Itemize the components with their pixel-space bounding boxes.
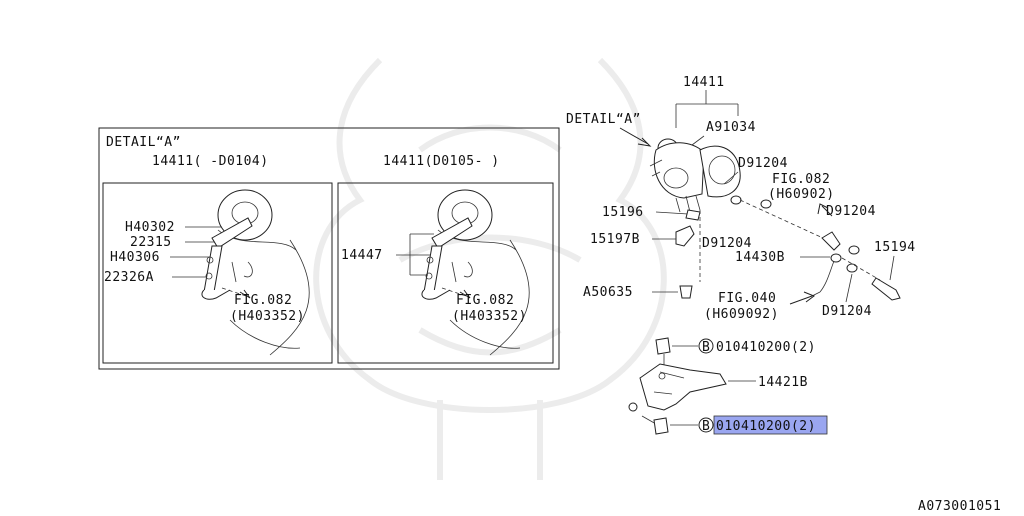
- detail-box-title: DETAIL“A”: [106, 135, 181, 150]
- right-fig-ref: FIG.082: [456, 293, 514, 308]
- detail-a-box: DETAIL“A” 14411( -D0104) H40302: [98, 127, 560, 370]
- label-22315: 22315: [130, 235, 172, 250]
- left-panel-labels: H40302 22315 H40306 22326A FIG.082 (H403…: [104, 220, 305, 324]
- lower-bolt-callout: B 010410200(2): [641, 415, 828, 435]
- label-h40302: H40302: [125, 220, 175, 235]
- label-a91034: A91034: [706, 120, 756, 135]
- footer-code: A073001051: [918, 499, 1001, 512]
- detail-left-panel: 14411( -D0104) H40302 22315 H40: [102, 154, 333, 364]
- lower-bolt-text-highlighted[interactable]: 010410200(2): [716, 419, 816, 434]
- label-15196: 15196: [602, 205, 644, 220]
- lower-bolt-badge: B: [702, 419, 710, 434]
- right-turbo-sketch: [421, 189, 530, 356]
- oil-pipe: [699, 199, 901, 301]
- label-h60902: (H60902): [768, 187, 835, 202]
- left-panel-header: 14411( -D0104): [152, 154, 269, 169]
- label-14447: 14447: [341, 248, 383, 263]
- label-a50635: A50635: [583, 285, 633, 300]
- label-14421b: 14421B: [758, 375, 808, 390]
- label-d91204-right: D91204: [826, 204, 876, 219]
- label-d91204-top: D91204: [738, 156, 788, 171]
- label-14411: 14411: [683, 75, 725, 90]
- label-d91204-bottom: D91204: [822, 304, 872, 319]
- label-h40306: H40306: [110, 250, 160, 265]
- label-15194: 15194: [874, 240, 916, 255]
- label-22326a: 22326A: [104, 270, 154, 285]
- label-d91204-mid: D91204: [702, 236, 752, 251]
- turbocharger-drawing: [649, 138, 741, 213]
- left-fig-code: (H403352): [230, 309, 305, 324]
- label-15197b: 15197B: [590, 232, 640, 247]
- right-panel-header: 14411(D0105- ): [383, 154, 500, 169]
- highlighted-part-box[interactable]: [713, 415, 828, 435]
- left-turbo-sketch: [201, 189, 310, 356]
- left-fig-ref: FIG.082: [234, 293, 292, 308]
- main-exploded-view: 14411 DETAIL“A” A91034 D91204 FIG.082 (H…: [566, 75, 916, 435]
- right-panel-labels: 14447 FIG.082 (H403352): [341, 233, 527, 324]
- watermark-emblem: [313, 57, 667, 480]
- upper-bolt-callout: B 010410200(2): [655, 337, 816, 366]
- label-14430b: 14430B: [735, 250, 785, 265]
- upper-bolt-text: 010410200(2): [716, 340, 816, 355]
- bracket-14421b: [628, 363, 727, 412]
- label-fig082: FIG.082: [772, 172, 830, 187]
- label-fig040: FIG.040: [718, 291, 776, 306]
- detail-a-callout: DETAIL“A”: [566, 112, 641, 127]
- right-fig-code: (H403352): [452, 309, 527, 324]
- detail-right-panel: 14411(D0105- ) 14447 FIG.082 (H403352): [337, 154, 554, 364]
- label-h609092: (H609092): [704, 307, 779, 322]
- upper-bolt-badge: B: [702, 340, 710, 355]
